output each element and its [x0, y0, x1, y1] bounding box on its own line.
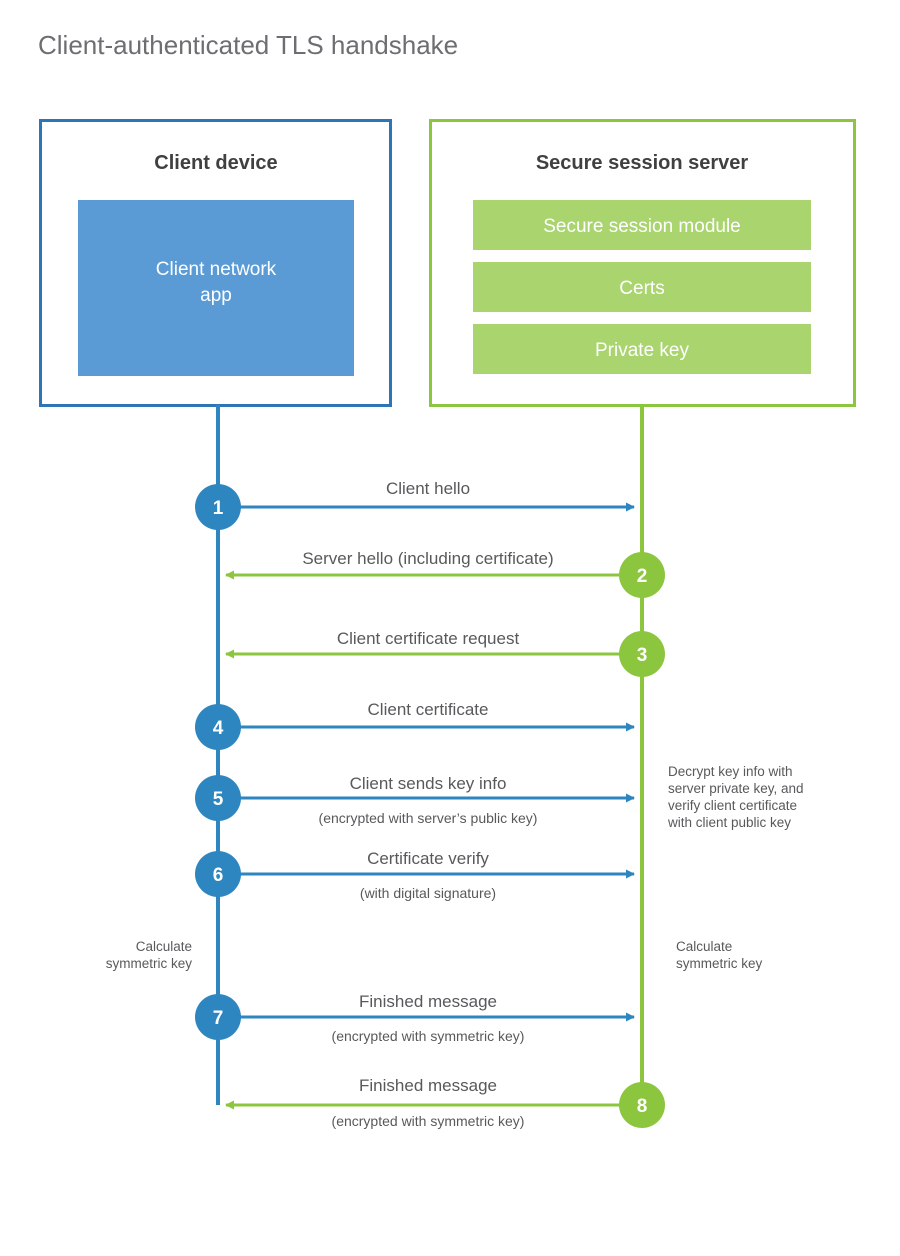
client-device-panel: Client device Client network app [39, 119, 392, 407]
secure-session-server-panel: Secure session server Secure session mod… [429, 119, 856, 407]
server-calculate-note-line-0: Calculate [676, 939, 732, 954]
step-4-label: Client certificate [368, 700, 489, 719]
server-decrypt-note-line-0: Decrypt key info with [668, 764, 793, 779]
server-module-label-0: Secure session module [543, 216, 741, 237]
step-7-number: 7 [213, 1008, 224, 1029]
client-device-title: Client device [154, 152, 277, 174]
step-4-marker [195, 704, 241, 750]
client-calculate-note: Calculate symmetric key [106, 939, 193, 971]
step-6-marker [195, 851, 241, 897]
step-7-sublabel: (encrypted with symmetric key) [332, 1028, 525, 1044]
server-calculate-note: Calculate symmetric key [676, 939, 763, 971]
step-8-sublabel: (encrypted with symmetric key) [332, 1113, 525, 1129]
step-3-label: Client certificate request [337, 629, 520, 648]
server-decrypt-note-line-3: with client public key [667, 815, 791, 830]
client-calculate-note-line-1: symmetric key [106, 956, 193, 971]
step-2-group: Server hello (including certificate) 2 [225, 549, 665, 598]
step-6-sublabel: (with digital signature) [360, 885, 496, 901]
server-calculate-note-line-1: symmetric key [676, 956, 763, 971]
page-title: Client-authenticated TLS handshake [38, 30, 458, 60]
step-5-group: Client sends key info (encrypted with se… [195, 774, 635, 826]
client-network-app-block [78, 200, 354, 376]
step-5-marker [195, 775, 241, 821]
step-1-number: 1 [213, 498, 224, 519]
step-3-group: Client certificate request 3 [225, 629, 665, 677]
server-module-block-1 [473, 262, 811, 312]
step-5-sublabel: (encrypted with server’s public key) [319, 810, 538, 826]
step-8-group: Finished message (encrypted with symmetr… [225, 1076, 665, 1129]
step-1-group: Client hello 1 [195, 479, 635, 530]
step-6-label: Certificate verify [367, 849, 489, 868]
step-8-label: Finished message [359, 1076, 497, 1095]
server-module-block-0 [473, 200, 811, 250]
step-3-marker [619, 631, 665, 677]
step-7-group: Finished message (encrypted with symmetr… [195, 992, 635, 1044]
step-4-number: 4 [213, 718, 224, 739]
step-7-label: Finished message [359, 992, 497, 1011]
step-7-marker [195, 994, 241, 1040]
step-6-group: Certificate verify (with digital signatu… [195, 849, 635, 901]
step-3-number: 3 [637, 645, 648, 666]
step-1-label: Client hello [386, 479, 470, 498]
step-6-number: 6 [213, 865, 224, 886]
client-network-app-label-line1: Client network [156, 259, 277, 280]
step-5-number: 5 [213, 789, 224, 810]
server-decrypt-note: Decrypt key info with server private key… [667, 764, 804, 830]
step-5-label: Client sends key info [350, 774, 507, 793]
server-module-block-2 [473, 324, 811, 374]
step-8-marker [619, 1082, 665, 1128]
step-2-marker [619, 552, 665, 598]
server-module-label-1: Certs [619, 278, 664, 299]
step-4-group: Client certificate 4 [195, 700, 635, 750]
step-8-number: 8 [637, 1096, 648, 1117]
client-network-app-label-line2: app [200, 285, 232, 306]
secure-session-server-title: Secure session server [536, 152, 749, 174]
server-decrypt-note-line-2: verify client certificate [668, 798, 797, 813]
step-2-number: 2 [637, 566, 648, 587]
server-decrypt-note-line-1: server private key, and [668, 781, 804, 796]
client-calculate-note-line-0: Calculate [136, 939, 192, 954]
step-2-label: Server hello (including certificate) [302, 549, 553, 568]
server-module-label-2: Private key [595, 340, 689, 361]
step-1-marker [195, 484, 241, 530]
